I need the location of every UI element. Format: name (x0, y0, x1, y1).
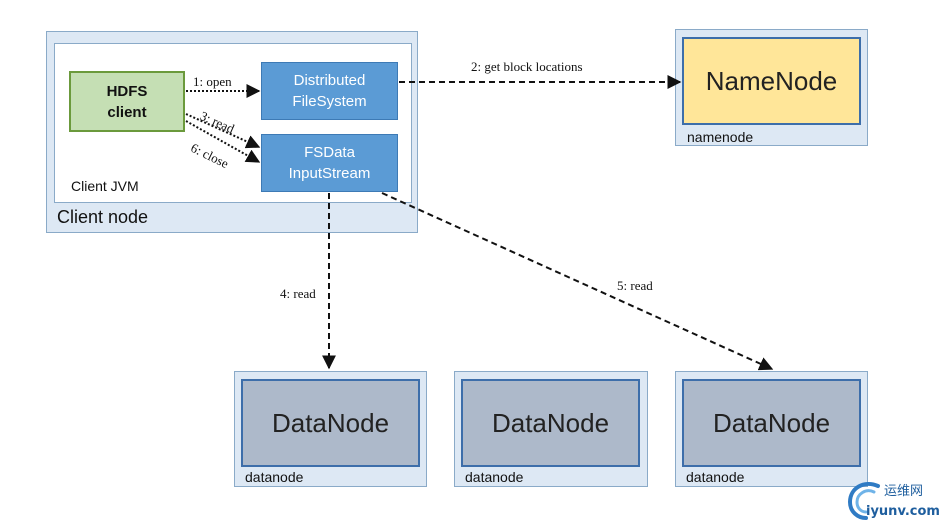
datanode-title-1: DataNode (271, 407, 390, 438)
edge-label-get-block-locations: 2: get block locations (471, 59, 583, 74)
datanode-host-label-2: datanode (465, 469, 524, 485)
watermark-logo-icon (847, 482, 880, 520)
datanode-box-3[interactable]: DataNode (682, 379, 861, 467)
datanode-title-3: DataNode (712, 407, 831, 438)
namenode-box[interactable]: NameNode (682, 37, 861, 125)
client-node-label: Client node (57, 207, 149, 227)
datanode-box-1[interactable]: DataNode (241, 379, 420, 467)
dfs-line1: Distributed (293, 72, 366, 89)
hdfs-client-box[interactable]: HDFS client (69, 71, 185, 132)
fsdis-line1: FSData (304, 144, 355, 161)
hdfs-client-line1: HDFS (106, 82, 148, 100)
watermark: 运维网 iyunv.com (844, 478, 944, 522)
datanode-host-label-1: datanode (245, 469, 304, 485)
datanode-box-2[interactable]: DataNode (461, 379, 640, 467)
edge-label-read-4: 4: read (280, 286, 316, 301)
watermark-text-cn: 运维网 (884, 484, 924, 499)
namenode-title: NameNode (705, 65, 838, 96)
watermark-text-en: iyunv.com (866, 504, 940, 519)
distributed-filesystem-box[interactable]: Distributed FileSystem (261, 62, 398, 120)
fsdis-line2: InputStream (288, 165, 371, 182)
datanode-host-label-3: datanode (686, 469, 745, 485)
arrow-close (185, 120, 261, 163)
fsdatainputstream-box[interactable]: FSData InputStream (261, 134, 398, 192)
arrow-read-3 (185, 113, 261, 149)
edge-label-read-5: 5: read (617, 278, 653, 293)
dfs-line2: FileSystem (292, 93, 367, 110)
datanode-title-2: DataNode (491, 407, 610, 438)
namenode-host-label: namenode (687, 129, 754, 145)
hdfs-client-line2: client (107, 103, 147, 121)
edge-label-open: 1: open (193, 74, 232, 89)
client-jvm-label: Client JVM (71, 178, 139, 194)
arrow-read-5 (381, 192, 774, 371)
